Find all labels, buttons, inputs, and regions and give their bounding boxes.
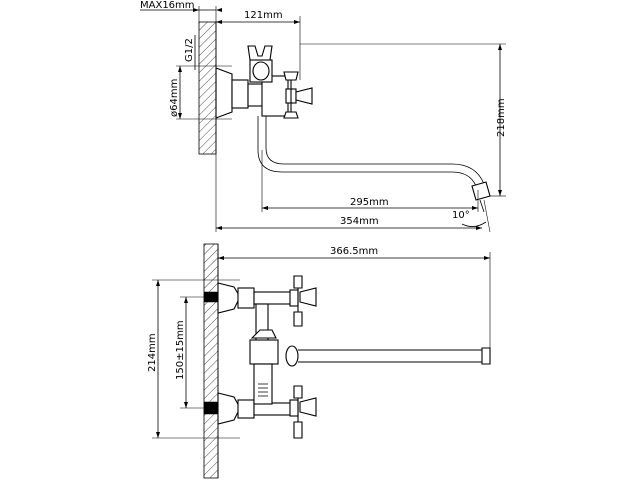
- dim-total-reach-label: 354mm: [340, 216, 379, 227]
- front-view: 366.5mm 214mm 150±15mm: [147, 243, 491, 479]
- dim-max-wall: MAX16mm: [140, 0, 222, 24]
- dim-thread: G1/2: [184, 35, 196, 70]
- dim-thread-label: G1/2: [184, 38, 195, 62]
- dim-max-wall-label: MAX16mm: [140, 0, 195, 11]
- dim-total-length: 366.5mm: [217, 246, 491, 350]
- dim-total-reach: 354mm: [215, 154, 482, 232]
- dim-total-height-label: 214mm: [147, 333, 158, 372]
- wall-front: [203, 243, 219, 479]
- dim-angle-label: 10°: [452, 210, 470, 221]
- faucet-top: [215, 45, 491, 213]
- dim-offset: 121mm: [216, 10, 301, 80]
- dim-height: 218mm: [300, 43, 507, 197]
- faucet-front: [217, 275, 491, 439]
- dim-spout-reach: 295mm: [261, 150, 479, 212]
- dim-height-label: 218mm: [496, 98, 507, 137]
- dim-total-height: 214mm: [147, 279, 240, 439]
- dim-center-distance-label: 150±15mm: [175, 320, 186, 380]
- top-view: MAX16mm 121mm G1/2 ø64mm: [140, 0, 507, 233]
- dim-diameter-label: ø64mm: [169, 79, 180, 117]
- dim-total-length-label: 366.5mm: [330, 246, 378, 257]
- wall-top: [198, 21, 217, 155]
- dim-spout-reach-label: 295mm: [350, 197, 389, 208]
- dim-diameter: ø64mm: [169, 65, 232, 120]
- dim-offset-label: 121mm: [244, 10, 283, 21]
- dim-angle: 10°: [452, 199, 491, 233]
